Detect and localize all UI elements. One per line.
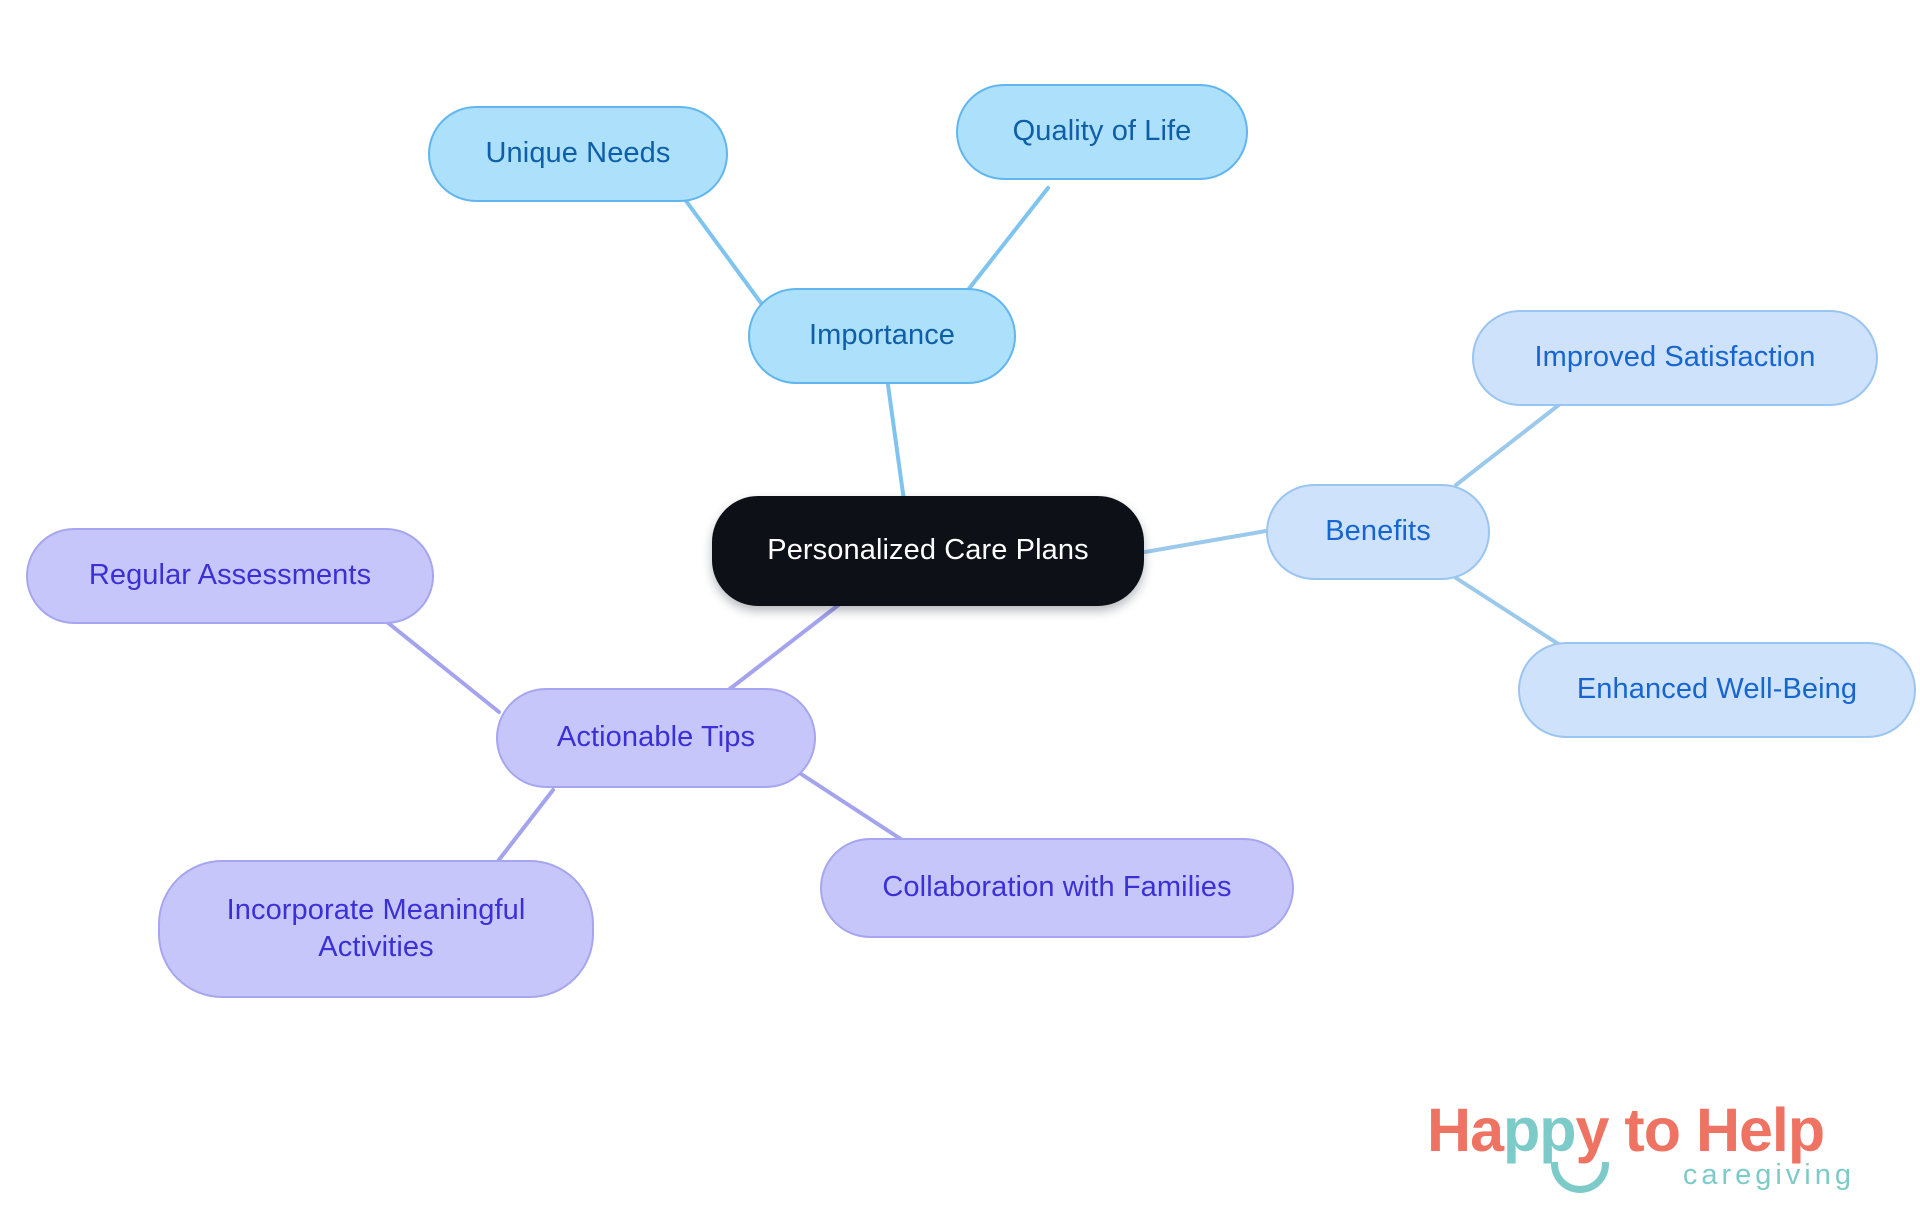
node-regular-assessments-label: Regular Assessments — [88, 559, 372, 592]
logo-text-to: to — [1608, 1096, 1696, 1164]
edge-root-benefits — [1143, 529, 1268, 554]
node-improved-satisfaction-label: Improved Satisfaction — [1534, 341, 1816, 374]
edge-importance-unique-needs — [676, 188, 774, 320]
edge-actionable-tips-incorporate-meaningful-activities — [493, 788, 555, 867]
logo-tagline: caregiving — [1682, 1159, 1855, 1191]
node-actionable-tips[interactable]: Actionable Tips — [496, 688, 816, 788]
node-quality-of-life-label: Quality of Life — [1012, 115, 1192, 148]
brand-logo: Happy to Help caregiving — [1427, 1100, 1857, 1205]
node-benefits-label: Benefits — [1325, 515, 1431, 548]
edge-actionable-tips-regular-assessments — [385, 620, 501, 714]
node-root-label: Personalized Care Plans — [767, 534, 1089, 567]
node-importance-label: Importance — [808, 319, 956, 352]
node-unique-needs[interactable]: Unique Needs — [428, 106, 728, 202]
node-improved-satisfaction[interactable]: Improved Satisfaction — [1472, 310, 1878, 406]
logo-text-a: a — [1470, 1096, 1504, 1164]
edge-benefits-improved-satisfaction — [1454, 402, 1562, 487]
node-regular-assessments[interactable]: Regular Assessments — [26, 528, 434, 624]
node-enhanced-well-being-label: Enhanced Well-Being — [1576, 673, 1858, 706]
node-collaboration-with-families[interactable]: Collaboration with Families — [820, 838, 1294, 938]
node-incorporate-meaningful-activities[interactable]: Incorporate Meaningful Activities — [158, 860, 594, 998]
edge-actionable-tips-collaboration-with-families — [796, 770, 915, 849]
logo-text-y: y — [1575, 1096, 1610, 1164]
node-enhanced-well-being[interactable]: Enhanced Well-Being — [1518, 642, 1916, 738]
node-incorporate-meaningful-activities-label: Incorporate Meaningful Activities — [226, 893, 526, 963]
node-importance[interactable]: Importance — [748, 288, 1016, 384]
logo-text-help: Help — [1695, 1096, 1825, 1164]
logo-wordmark: Happy to Help — [1427, 1100, 1825, 1161]
node-benefits[interactable]: Benefits — [1266, 484, 1490, 580]
smile-icon — [1551, 1162, 1609, 1193]
logo-text-h: H — [1427, 1096, 1471, 1164]
node-actionable-tips-label: Actionable Tips — [556, 721, 756, 754]
logo-text-pp: pp — [1503, 1096, 1577, 1164]
node-root[interactable]: Personalized Care Plans — [712, 496, 1144, 606]
edge-root-importance — [886, 383, 907, 510]
node-collaboration-with-families-label: Collaboration with Families — [882, 871, 1232, 904]
node-quality-of-life[interactable]: Quality of Life — [956, 84, 1248, 180]
node-unique-needs-label: Unique Needs — [485, 137, 671, 170]
